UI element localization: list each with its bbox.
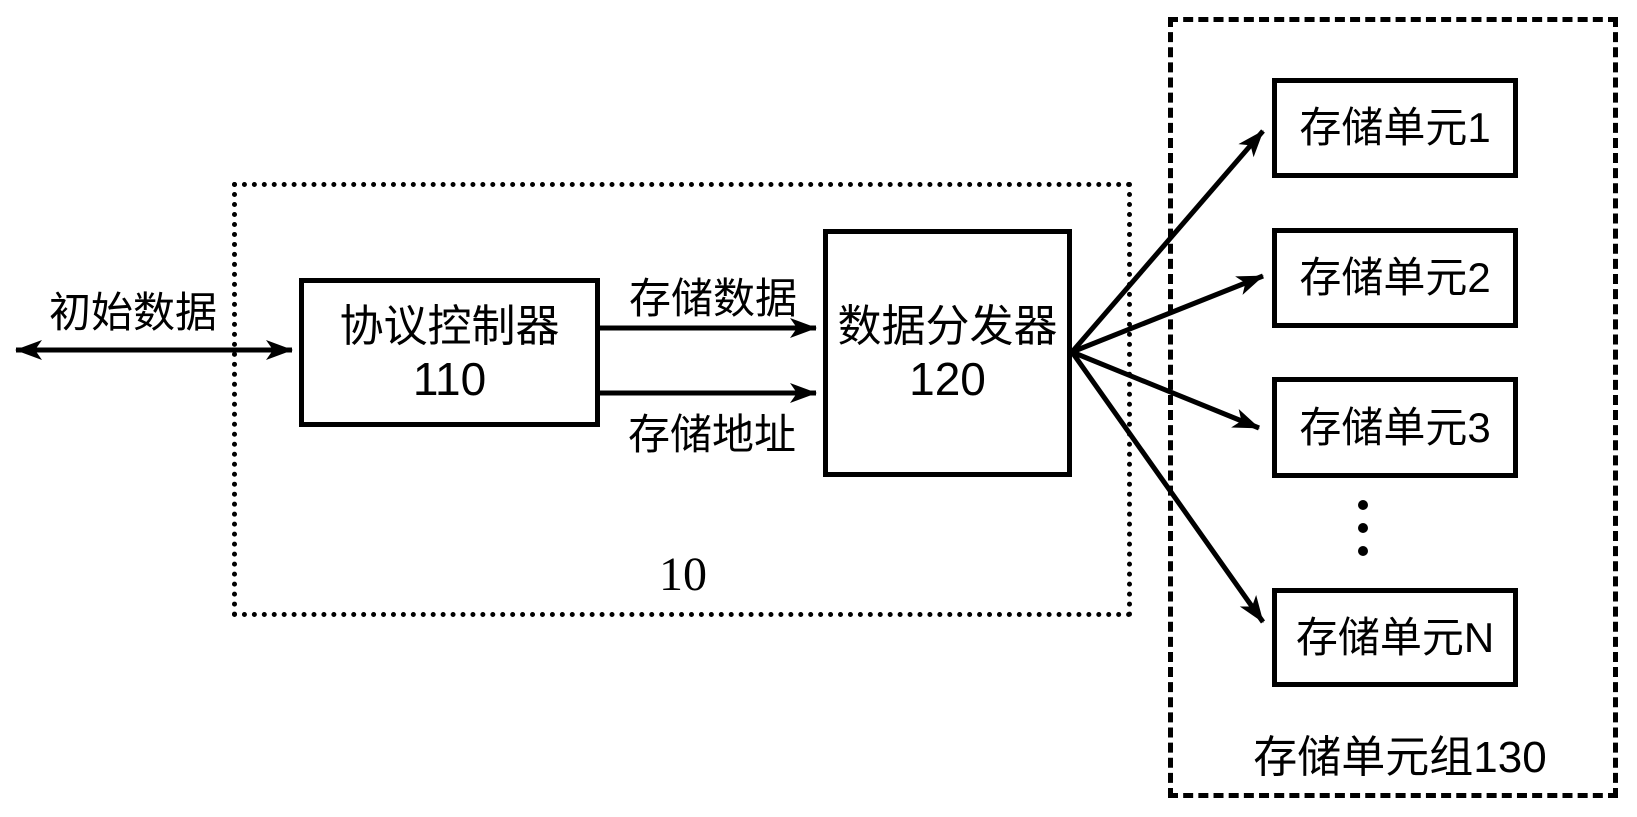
data-distributor-title: 数据分发器 bbox=[837, 302, 1058, 351]
storage-group-label: 存储单元组130 bbox=[1253, 733, 1547, 782]
storage-unit-box-3: 存储单元3 bbox=[1272, 377, 1518, 478]
protocol-controller-box: 协议控制器 110 bbox=[299, 278, 600, 427]
system-boundary-label: 10 bbox=[659, 548, 707, 601]
storage-unit-box-n: 存储单元N bbox=[1272, 588, 1518, 687]
vertical-ellipsis bbox=[1358, 500, 1368, 556]
ellipsis-dot bbox=[1358, 500, 1368, 510]
ellipsis-dot bbox=[1358, 546, 1368, 556]
protocol-controller-title: 协议控制器 bbox=[339, 301, 560, 351]
storage-unit-label: 存储单元1 bbox=[1299, 104, 1491, 151]
storage-unit-box-2: 存储单元2 bbox=[1272, 228, 1518, 328]
storage-unit-label: 存储单元3 bbox=[1299, 403, 1491, 451]
data-distributor-box: 数据分发器 120 bbox=[823, 229, 1072, 477]
ellipsis-dot bbox=[1358, 523, 1368, 533]
initial-data-label: 初始数据 bbox=[48, 289, 217, 336]
storage-unit-label: 存储单元N bbox=[1295, 613, 1495, 661]
store-address-label: 存储地址 bbox=[627, 411, 796, 458]
storage-unit-box-1: 存储单元1 bbox=[1272, 78, 1518, 178]
storage-unit-label: 存储单元2 bbox=[1299, 254, 1491, 301]
data-distributor-ref: 120 bbox=[909, 353, 986, 405]
protocol-controller-ref: 110 bbox=[412, 352, 487, 405]
store-data-label: 存储数据 bbox=[628, 275, 797, 322]
